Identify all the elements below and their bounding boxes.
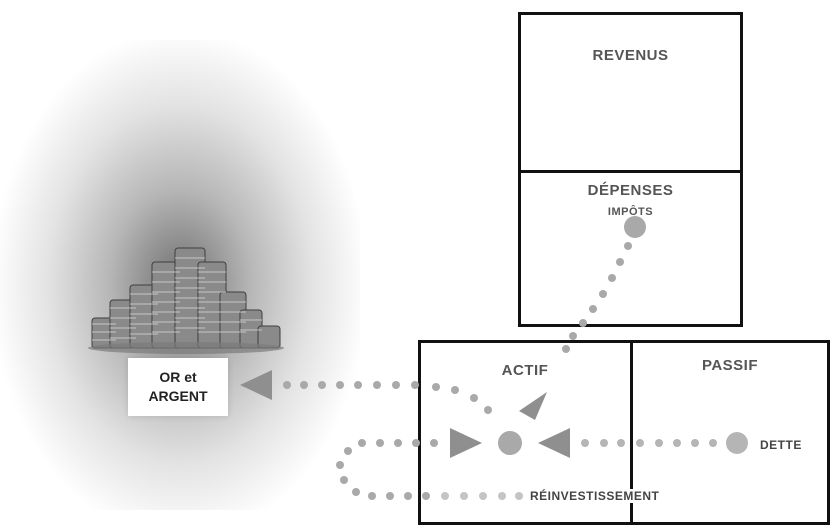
assets-label: ACTIF	[501, 362, 549, 379]
silver-label: ARGENT	[148, 388, 208, 404]
gold-silver-card: OR et ARGENT	[128, 358, 228, 416]
debt-label: DETTE	[760, 438, 802, 452]
arrow-to-asset-center	[519, 392, 547, 420]
debt-flow-dots	[581, 432, 748, 454]
taxes-flow-dots	[562, 216, 646, 353]
arrow-reinvest-to-asset	[450, 428, 482, 458]
reinvestment-loop-dots	[336, 439, 438, 500]
income-label: REVENUS	[592, 47, 669, 64]
expenses-label: DÉPENSES	[587, 182, 674, 199]
expenses-box	[518, 170, 743, 327]
taxes-label: IMPÔTS	[607, 206, 654, 218]
gold-label: OR et	[159, 369, 197, 385]
gold-flow-dots	[283, 381, 492, 414]
income-box	[518, 12, 743, 173]
arrow-from-debt	[538, 428, 570, 458]
liabilities-label: PASSIF	[701, 357, 759, 374]
arrow-to-gold	[240, 370, 272, 400]
reinvestment-label: RÉINVESTISSEMENT	[529, 489, 661, 503]
asset-center-dot	[498, 431, 522, 455]
liabilities-box	[630, 340, 830, 525]
